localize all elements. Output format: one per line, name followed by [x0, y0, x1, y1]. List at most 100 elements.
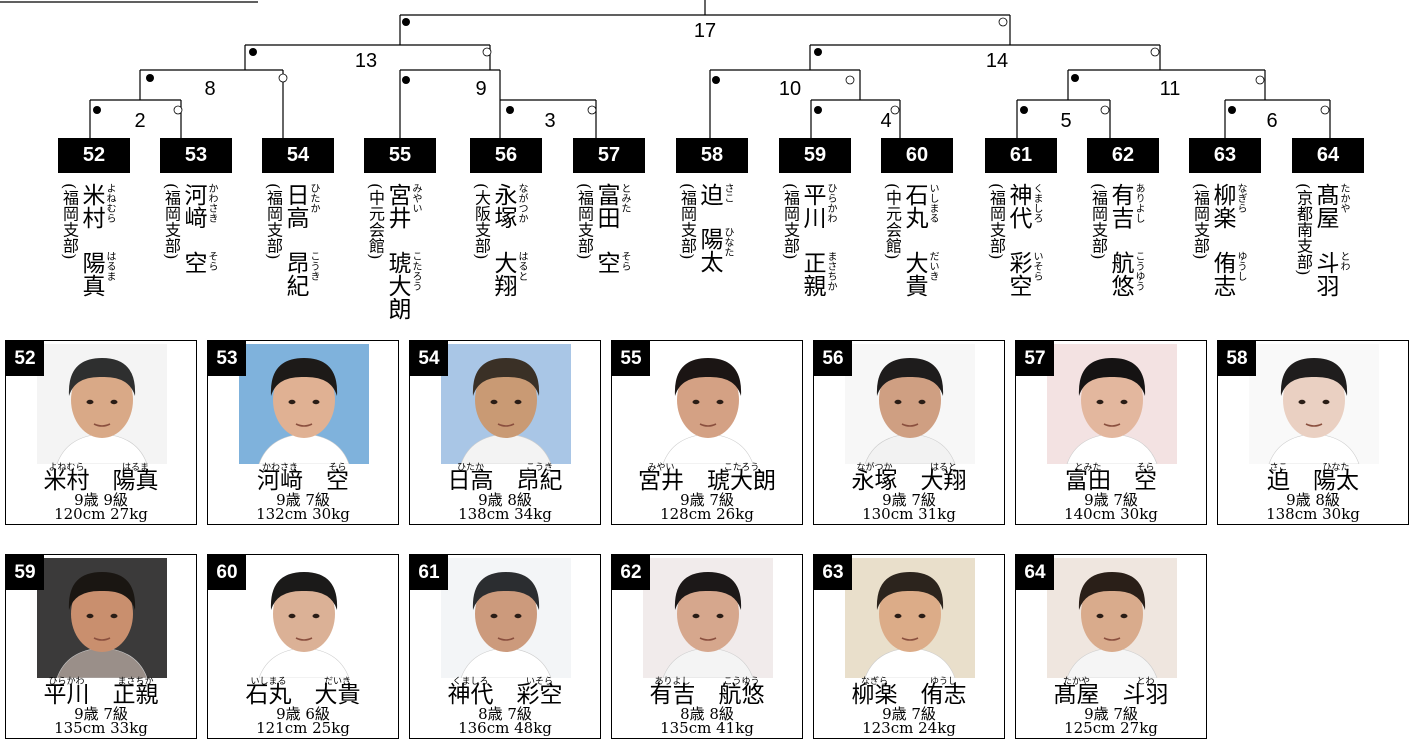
player-photo	[239, 558, 369, 678]
card-given-name: 琥大朗	[707, 468, 776, 494]
bracket-entry-name: (京都南支部)髙屋たかや斗羽とわ	[1294, 183, 1357, 323]
match-number: 11	[1160, 78, 1181, 100]
branch-label: (福岡支部)	[1191, 183, 1210, 260]
family-ruby: よねむら	[104, 183, 115, 223]
height-weight: 121cm 25kg	[256, 719, 350, 737]
seed-box: 55	[364, 138, 436, 173]
bracket-entry-name: (中元会館)宮井みやい琥大朗こたろう	[366, 183, 429, 323]
loser-ring	[1255, 75, 1265, 85]
player-seed-badge: 59	[6, 555, 44, 590]
card-given-ruby: まさちか	[117, 677, 154, 687]
card-given-ruby: そら	[1136, 463, 1155, 473]
age-grade: 9歳 7級	[276, 491, 330, 509]
player-photo	[1047, 558, 1177, 678]
card-family-name: 河﨑	[257, 468, 303, 494]
card-family-name: 有吉	[649, 682, 696, 708]
loser-ring	[890, 105, 900, 115]
loser-ring	[998, 17, 1008, 27]
card-family-ruby: たかや	[1062, 677, 1090, 687]
winner-dot	[402, 76, 410, 84]
card-family-name: 石丸	[245, 682, 292, 708]
height-weight: 138cm 34kg	[458, 505, 552, 523]
family-name: 有吉	[1107, 183, 1133, 229]
bracket-entry-name: (福岡支部)平川ひらかわ正親まさちか	[781, 183, 844, 323]
player-seed-badge: 61	[410, 555, 448, 590]
height-weight: 138cm 30kg	[1266, 505, 1360, 523]
given-name: 陽太	[696, 227, 722, 273]
winner-dot	[506, 106, 514, 114]
age-grade: 9歳 7級	[74, 705, 128, 723]
card-given-ruby: ひなた	[1322, 463, 1350, 473]
bracket-entry-name: (中元会館)石丸いしまる大貴だいき	[883, 183, 946, 323]
seed-box: 62	[1087, 138, 1159, 173]
given-name: 大翔	[490, 251, 516, 297]
winner-dot	[249, 48, 257, 56]
family-ruby: ひたか	[308, 183, 319, 213]
player-photo	[643, 558, 773, 678]
family-name: 神代	[1005, 183, 1031, 229]
seed-box: 54	[262, 138, 334, 173]
given-name: 昂紀	[282, 251, 308, 297]
height-weight: 120cm 27kg	[54, 505, 148, 523]
card-given-name: 陽太	[1313, 468, 1359, 494]
bracket-entry-name: (福岡支部)有吉ありよし航悠こうゆう	[1089, 183, 1152, 323]
player-seed-badge: 54	[410, 341, 448, 376]
bracket-entry-name: (福岡支部)米村よねむら陽真はるま	[60, 183, 123, 323]
branch-label: (福岡支部)	[678, 183, 697, 260]
seed-box: 59	[779, 138, 851, 173]
card-family-ruby: さこ	[1269, 463, 1288, 473]
card-family-ruby: いしまる	[250, 677, 287, 687]
branch-label: (大阪支部)	[472, 183, 491, 260]
loser-ring	[1150, 47, 1160, 57]
seed-box: 53	[160, 138, 232, 173]
height-weight: 130cm 31kg	[862, 505, 956, 523]
given-ruby: だいき	[927, 251, 938, 281]
player-seed-badge: 60	[208, 555, 246, 590]
seed-box: 52	[58, 138, 130, 173]
player-seed-badge: 64	[1016, 555, 1054, 590]
card-family-name: 神代	[447, 682, 494, 708]
winner-dot	[1228, 106, 1236, 114]
family-name: 米村	[78, 183, 104, 229]
family-name: 永塚	[490, 183, 516, 229]
given-name: 侑志	[1209, 251, 1235, 297]
seed-box: 60	[881, 138, 953, 173]
family-ruby: ひらかわ	[825, 183, 836, 223]
card-given-name: 大翔	[920, 468, 967, 494]
branch-label: (福岡支部)	[60, 183, 79, 260]
loser-ring	[482, 47, 492, 57]
height-weight: 140cm 30kg	[1064, 505, 1158, 523]
winner-dot	[814, 48, 822, 56]
given-ruby: ひなた	[722, 227, 733, 257]
age-grade: 8歳 8級	[680, 705, 734, 723]
card-family-name: 迫	[1267, 468, 1290, 494]
winner-dot	[1071, 74, 1079, 82]
branch-label: (福岡支部)	[575, 183, 594, 260]
given-name: 空	[180, 251, 206, 274]
card-given-ruby: とわ	[1136, 677, 1155, 687]
family-name: 河﨑	[180, 183, 206, 229]
seed-box: 57	[573, 138, 645, 173]
age-grade: 9歳 7級	[680, 491, 734, 509]
card-given-name: 斗羽	[1122, 682, 1169, 708]
card-family-ruby: かわさき	[261, 463, 298, 473]
player-seed-badge: 56	[814, 341, 852, 376]
given-ruby: こうゆう	[1133, 251, 1144, 291]
winner-dot	[402, 18, 410, 26]
family-ruby: ありよし	[1133, 183, 1144, 223]
given-name: 空	[593, 251, 619, 274]
branch-label: (福岡支部)	[162, 183, 181, 260]
player-photo	[845, 344, 975, 464]
card-family-ruby: ながつか	[856, 463, 893, 473]
height-weight: 125cm 27kg	[1064, 719, 1158, 737]
card-family-ruby: よねむら	[48, 463, 85, 473]
branch-label: (福岡支部)	[781, 183, 800, 260]
given-ruby: そら	[619, 251, 630, 271]
card-given-ruby: はるま	[121, 463, 149, 473]
card-family-ruby: ありよし	[654, 677, 691, 687]
